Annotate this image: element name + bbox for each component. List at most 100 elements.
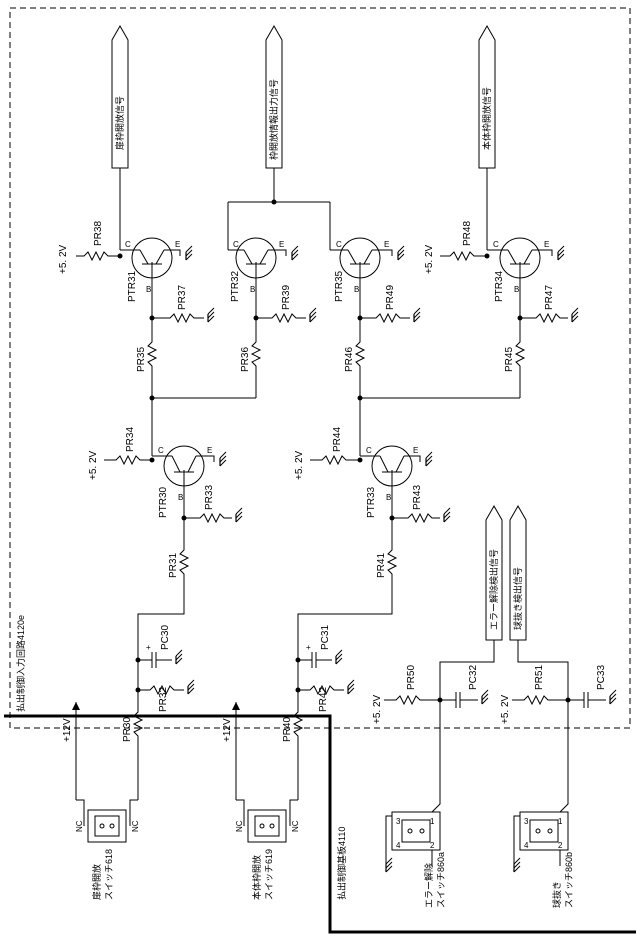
svg-text:E: E [413, 446, 418, 455]
svg-text:PTR33: PTR33 [366, 486, 377, 518]
svg-text:PR47: PR47 [544, 285, 555, 310]
svg-text:PC32: PC32 [468, 665, 479, 690]
svg-text:+12V: +12V [62, 718, 73, 742]
svg-text:C: C [366, 446, 372, 455]
svg-text:PR34: PR34 [125, 427, 136, 452]
svg-text:PR49: PR49 [385, 285, 396, 310]
svg-text:+5. 2V: +5. 2V [88, 450, 99, 480]
svg-text:PR38: PR38 [93, 221, 104, 246]
signal-body-open: 本体枠開放信号 [479, 26, 495, 168]
resistor-pr47: PR47 [520, 285, 568, 322]
resistor-pr50: PR50 +5. 2V [372, 665, 440, 724]
signal-frame-open-output: 枠開放情報出力信号 [266, 26, 282, 168]
resistor-pr30: PR30 [122, 660, 142, 800]
svg-text:NC: NC [235, 820, 244, 832]
svg-text:B: B [178, 493, 183, 502]
svg-text:PC31: PC31 [320, 625, 331, 650]
svg-text:PR32: PR32 [158, 687, 169, 712]
svg-text:C: C [336, 240, 342, 249]
svg-text:球抜き検出信号: 球抜き検出信号 [512, 567, 523, 630]
svg-text:PTR34: PTR34 [494, 270, 505, 302]
svg-text:PR45: PR45 [504, 347, 515, 372]
svg-text:NC: NC [75, 820, 84, 832]
resistor-pr43: PR43 [392, 485, 440, 522]
svg-text:PR46: PR46 [344, 347, 355, 372]
svg-text:PTR30: PTR30 [158, 486, 169, 518]
svg-text:PC33: PC33 [596, 665, 607, 690]
resistor-pr33: PR33 [184, 485, 232, 522]
svg-text:+5. 2V: +5. 2V [294, 450, 305, 480]
capacitor-pc31: + PC31 [296, 625, 333, 668]
resistor-pr42: PR42 [296, 686, 345, 712]
svg-text:+12V: +12V [222, 718, 233, 742]
svg-text:PR31: PR31 [168, 553, 179, 578]
svg-text:+: + [146, 643, 151, 652]
svg-text:PR30: PR30 [122, 717, 133, 742]
svg-text:B: B [386, 493, 391, 502]
board-boundary-dashed [10, 8, 630, 728]
signal-ball-remove-detect: 球抜き検出信号 [510, 506, 526, 640]
svg-text:C: C [233, 240, 239, 249]
svg-text:枠開放情報出力信号: 枠開放情報出力信号 [268, 79, 279, 160]
svg-text:スイッチ860a: スイッチ860a [436, 852, 446, 908]
svg-text:3: 3 [396, 817, 401, 826]
svg-text:PR44: PR44 [332, 427, 343, 452]
resistor-pr38: PR38 +5. 2V [58, 221, 120, 274]
svg-text:PR36: PR36 [240, 347, 251, 372]
svg-text:1: 1 [430, 817, 435, 826]
resistor-pr51: PR51 +5. 2V [500, 665, 568, 724]
svg-text:PR43: PR43 [412, 485, 423, 510]
switch-860a: 3 1 4 2 エラー解除 スイッチ860a [386, 700, 446, 908]
svg-text:PR37: PR37 [177, 285, 188, 310]
svg-text:PR41: PR41 [376, 553, 387, 578]
svg-text:エラー解除検出信号: エラー解除検出信号 [488, 549, 499, 630]
svg-text:B: B [146, 285, 151, 294]
transistor-ptr35: C E B PTR35 [330, 238, 392, 302]
svg-text:球抜き: 球抜き [551, 881, 562, 908]
svg-text:+5. 2V: +5. 2V [424, 244, 435, 274]
svg-text:PTR31: PTR31 [127, 270, 138, 302]
capacitor-pc33: PC33 [568, 665, 607, 708]
svg-text:+: + [306, 643, 311, 652]
svg-text:本体枠開放: 本体枠開放 [251, 855, 262, 900]
transistor-ptr31: C E B PTR31 [120, 238, 180, 302]
svg-text:3: 3 [524, 817, 529, 826]
svg-text:PR35: PR35 [136, 347, 147, 372]
transistor-ptr33: C E B PTR33 [360, 446, 420, 518]
svg-text:スイッチ619: スイッチ619 [264, 849, 274, 900]
svg-text:E: E [384, 240, 389, 249]
svg-text:スイッチ860b: スイッチ860b [564, 852, 574, 908]
svg-text:扉枠開放: 扉枠開放 [91, 864, 102, 900]
svg-text:NC: NC [131, 820, 140, 832]
resistor-pr35: PR35 [136, 282, 156, 398]
switch-860b: 3 1 4 2 球抜き スイッチ860b [514, 700, 574, 908]
svg-text:PTR32: PTR32 [230, 270, 241, 302]
svg-text:E: E [279, 240, 284, 249]
svg-text:+5. 2V: +5. 2V [500, 694, 511, 724]
resistor-pr39: PR39 [256, 285, 306, 322]
svg-text:E: E [207, 446, 212, 455]
resistor-pr44: PR44 +5. 2V [294, 427, 360, 480]
svg-text:PR51: PR51 [534, 665, 545, 690]
svg-text:C: C [493, 240, 499, 249]
resistor-pr34: PR34 +5. 2V [88, 427, 152, 480]
signal-door-open: 扉枠開放信号 [112, 26, 128, 168]
svg-text:本体枠開放信号: 本体枠開放信号 [481, 87, 492, 150]
resistor-pr41: PR41 [298, 518, 396, 660]
transistor-ptr32: C E B PTR32 [228, 238, 286, 302]
signal-error-release-detect: エラー解除検出信号 [486, 506, 502, 640]
resistor-pr32: PR32 [136, 686, 185, 712]
svg-text:B: B [514, 285, 519, 294]
resistor-pr45: PR45 [504, 282, 524, 398]
svg-text:4: 4 [524, 841, 529, 850]
svg-text:エラー解除: エラー解除 [423, 863, 434, 908]
svg-text:扉枠開放信号: 扉枠開放信号 [114, 96, 125, 150]
svg-text:PR50: PR50 [406, 665, 417, 690]
svg-text:PR48: PR48 [462, 221, 473, 246]
svg-text:C: C [158, 446, 164, 455]
resistor-pr46: PR46 [344, 282, 364, 398]
svg-text:1: 1 [558, 817, 563, 826]
svg-text:PTR35: PTR35 [334, 270, 345, 302]
svg-text:+5. 2V: +5. 2V [372, 694, 383, 724]
